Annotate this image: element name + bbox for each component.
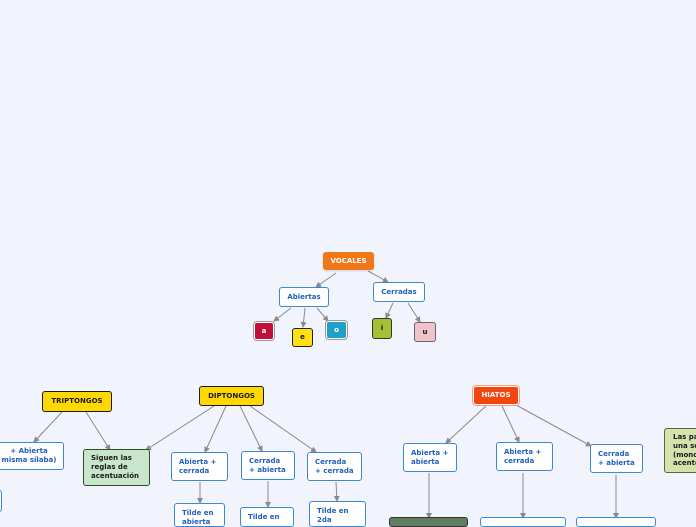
node-cerradas[interactable]: Cerradas	[373, 282, 425, 302]
edge-dipt-type3-tilde	[333, 481, 340, 502]
node-hiatos[interactable]: HIATOS	[473, 386, 519, 405]
edge-abiertas-a	[273, 307, 292, 322]
side-note-line3: (mono	[673, 450, 696, 459]
node-triptongos-subchild[interactable]	[0, 490, 2, 512]
edge-triptongos-rule	[85, 411, 111, 451]
edge-vocales-cerradas	[367, 270, 389, 283]
side-note-line1: Las pa	[673, 433, 696, 441]
hiatos-type1-line1: Abierta +	[411, 448, 449, 457]
node-cerradas-label: Cerradas	[381, 287, 417, 296]
vowel-o-label: o	[334, 325, 339, 334]
side-note-line2: una so	[673, 441, 696, 450]
node-dipt-cerrada-cerrada[interactable]: Cerrada+ cerrada	[307, 452, 362, 481]
vowel-a-label: a	[261, 326, 267, 335]
rule-line3: acentuación	[91, 471, 139, 480]
dipt-tilde3-line2: 2da	[317, 515, 332, 524]
hiatos-type2-line2: cerrada	[504, 456, 535, 465]
node-hiatos-sub-1[interactable]	[389, 517, 468, 527]
edge-abiertas-e	[300, 307, 307, 328]
side-note-line4: acento	[673, 459, 696, 468]
node-hiatos-abierta-cerrada[interactable]: Abierta +cerrada	[496, 442, 553, 471]
edge-cerradas-i	[385, 302, 394, 319]
vowel-i-label: i	[380, 324, 384, 333]
vowel-e-label: e	[300, 333, 305, 342]
dipt-type1-line1: Abierta +	[179, 457, 217, 466]
edge-vocales-abiertas	[315, 272, 337, 288]
dipt-tilde3-line1: Tilde en	[317, 507, 349, 515]
edge-hiatos-cer-ab	[515, 404, 592, 447]
node-hiatos-label: HIATOS	[481, 391, 511, 400]
node-dipt-tilde-2[interactable]: Tilde en	[240, 507, 294, 527]
node-dipt-cerrada-abierta[interactable]: Cerrada+ abierta	[241, 451, 295, 480]
node-abiertas[interactable]: Abiertas	[279, 287, 329, 307]
node-vowel-e[interactable]: e	[292, 328, 313, 347]
node-hiatos-sub-3[interactable]	[576, 517, 656, 527]
dipt-tilde1-line2: abierta	[182, 517, 211, 526]
hiatos-type2-line1: Abierta +	[504, 447, 542, 456]
node-vowel-i[interactable]: i	[372, 318, 392, 339]
edge-abiertas-o	[316, 307, 329, 322]
node-vowel-u[interactable]: u	[414, 322, 436, 342]
node-triptongos-label: TRIPTONGOS	[51, 397, 103, 406]
triptongos-child-line2: misma sílaba)	[1, 456, 57, 464]
dipt-type1-line2: cerrada	[179, 466, 210, 475]
node-abiertas-label: Abiertas	[287, 292, 321, 301]
edge-triptongos-left	[33, 411, 63, 443]
edge-hiatos-ab-ab	[445, 405, 487, 444]
dipt-tilde2-line1: Tilde en	[248, 513, 280, 521]
node-triptongos[interactable]: TRIPTONGOS	[42, 391, 112, 412]
node-dipt-abierta-cerrada[interactable]: Abierta +cerrada	[171, 452, 228, 481]
node-diptongos-label: DIPTONGOS	[208, 391, 255, 400]
node-vocales-label: VOCALES	[330, 256, 367, 265]
dipt-type2-line2: + abierta	[249, 465, 286, 474]
vowel-u-label: u	[422, 327, 428, 336]
node-vowel-o[interactable]: o	[326, 321, 347, 339]
node-vowel-a[interactable]: a	[254, 322, 274, 340]
node-diptongos[interactable]: DIPTONGOS	[199, 386, 264, 406]
edge-diptongos-ab-cer	[204, 405, 227, 453]
dipt-tilde1-line1: Tilde en	[182, 509, 214, 517]
triptongos-child-line1: + Abierta	[10, 447, 48, 456]
hiatos-type3-line2: + abierta	[598, 458, 635, 467]
hiatos-type3-line1: Cerrada	[598, 449, 630, 458]
edge-hiatos-ab-cer	[501, 405, 520, 443]
node-hiatos-cerrada-abierta[interactable]: Cerrada+ abierta	[590, 444, 643, 473]
edge-diptongos-cer-ab	[239, 405, 263, 452]
hiatos-type1-line2: abierta	[411, 457, 440, 466]
edge-diptongos-rule	[145, 405, 215, 451]
node-vocales[interactable]: VOCALES	[323, 252, 374, 270]
dipt-type3-line2: + cerrada	[315, 466, 354, 475]
edge-diptongos-cer-cer	[249, 405, 317, 453]
edge-cerradas-u	[407, 302, 421, 323]
dipt-type3-line1: Cerrada	[315, 457, 347, 466]
rule-line2: reglas de	[91, 463, 128, 472]
dipt-type2-line1: Cerrada	[249, 456, 281, 465]
rule-line1: Siguen las	[91, 454, 132, 463]
node-hiatos-abierta-abierta[interactable]: Abierta +abierta	[403, 443, 457, 472]
node-hiatos-sub-2[interactable]	[480, 517, 566, 527]
